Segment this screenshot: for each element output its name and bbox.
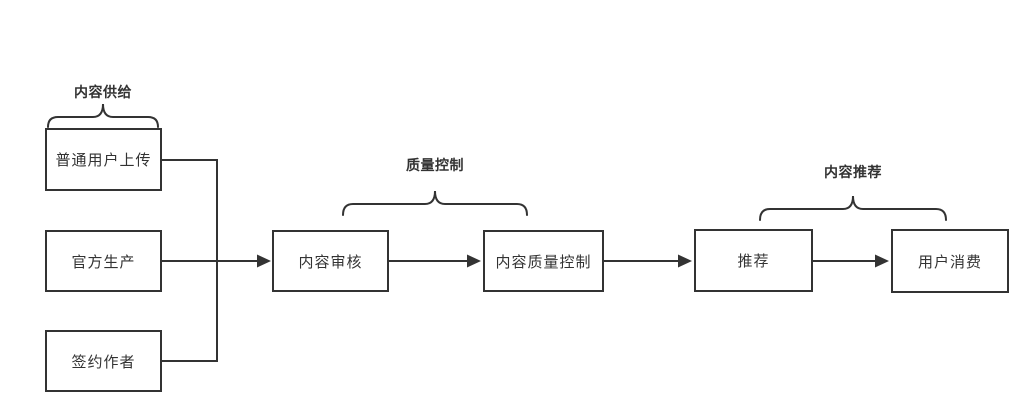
node-normal-user-upload: 普通用户上传	[45, 128, 162, 191]
node-content-quality-control: 内容质量控制	[483, 230, 604, 292]
node-official-production: 官方生产	[45, 230, 162, 292]
arrow-quality-to-recommend-head	[678, 254, 692, 268]
node-recommendation: 推荐	[694, 229, 813, 292]
brace-quality-control	[342, 190, 528, 216]
arrow-review-to-quality-head	[467, 254, 481, 268]
node-content-review: 内容审核	[272, 230, 389, 292]
node-user-consumption: 用户消费	[891, 229, 1009, 293]
brace-content-supply	[47, 103, 159, 128]
node-signed-author: 签约作者	[45, 330, 162, 392]
brace-content-recommendation	[759, 195, 947, 221]
group-label-quality-control: 质量控制	[406, 157, 464, 173]
group-label-content-recommendation: 内容推荐	[824, 164, 882, 180]
arrow-supply-to-review-head	[257, 254, 271, 268]
arrow-recommend-to-consume-head	[875, 254, 889, 268]
group-label-content-supply: 内容供给	[74, 84, 132, 100]
